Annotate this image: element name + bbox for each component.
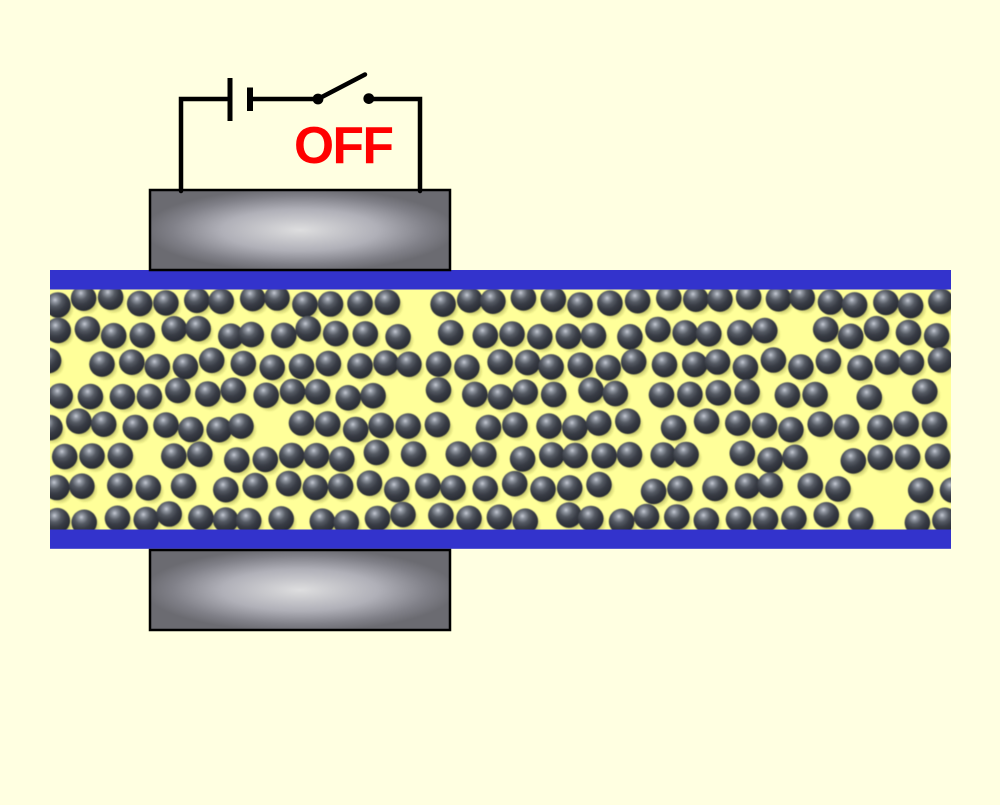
svg-text:OFF: OFF bbox=[294, 116, 393, 174]
